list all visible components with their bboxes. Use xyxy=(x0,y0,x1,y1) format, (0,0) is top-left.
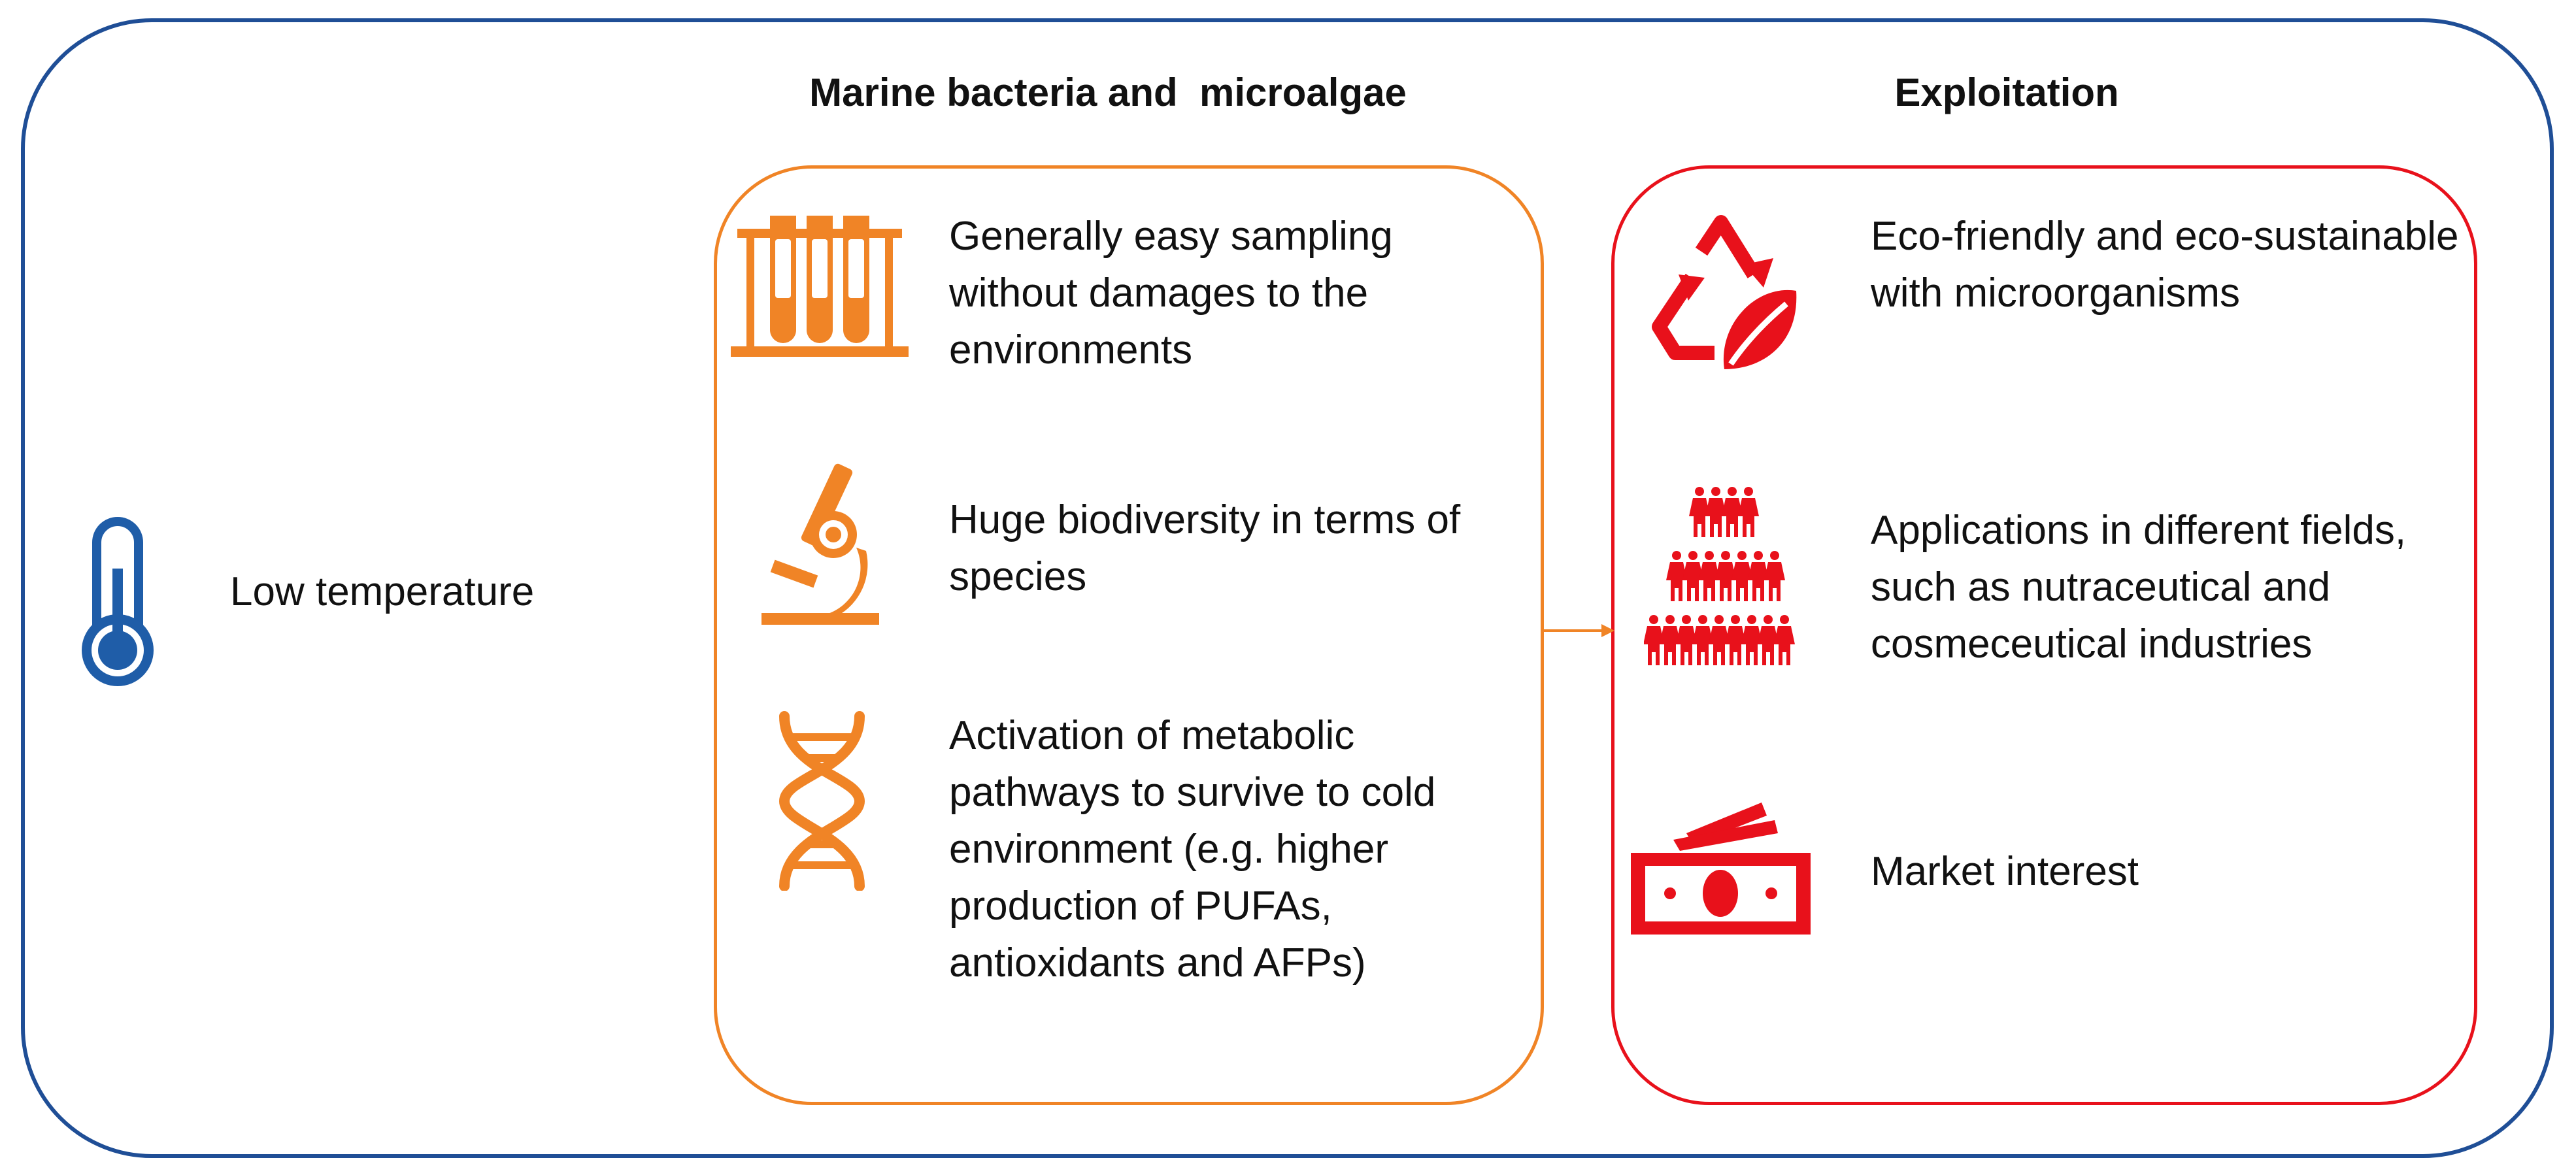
marine-heading: Marine bacteria and microalgae xyxy=(809,71,1407,114)
marine-item-2-text: Huge biodiversity in terms of species xyxy=(949,497,1461,599)
test-tubes-icon xyxy=(731,216,909,369)
thermometer-icon xyxy=(72,516,163,699)
exploitation-panel xyxy=(1611,165,2477,1105)
marine-panel xyxy=(714,165,1544,1105)
exploitation-item-3-text: Market interest xyxy=(1871,849,2139,894)
exploitation-item-2-text: Applications in different fields, such a… xyxy=(1871,508,2407,667)
microscope-icon xyxy=(758,456,882,629)
dna-icon xyxy=(775,711,869,891)
recycle-leaf-icon xyxy=(1639,212,1803,376)
arrow-icon xyxy=(1544,621,1616,640)
exploitation-heading: Exploitation xyxy=(1894,71,2119,114)
outer-label: Low temperature xyxy=(230,569,535,614)
marine-item-3-text: Activation of metabolic pathways to surv… xyxy=(949,713,1436,985)
marine-item-1-text: Generally easy sampling without damages … xyxy=(949,214,1393,372)
exploitation-item-1-text: Eco-friendly and eco-sustainable with mi… xyxy=(1871,214,2459,316)
outer-frame xyxy=(21,18,2554,1158)
people-pyramid-icon xyxy=(1644,487,1807,670)
money-icon xyxy=(1631,797,1811,935)
